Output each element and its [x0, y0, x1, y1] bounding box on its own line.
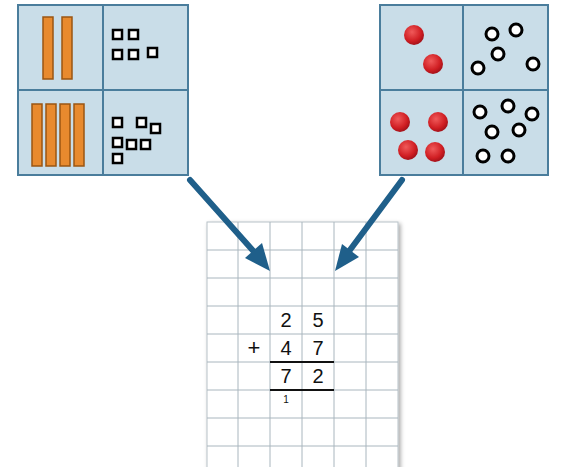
base-ten-mat — [18, 5, 188, 175]
sum-digit: 7 — [280, 366, 291, 386]
tens-rods — [32, 17, 84, 166]
ones-cubes — [113, 30, 160, 163]
addend-digit: 4 — [280, 338, 291, 358]
grid-paper — [207, 222, 398, 467]
addend-digit: 5 — [312, 310, 323, 330]
plus-sign: + — [248, 337, 261, 359]
sum-rule — [270, 362, 334, 390]
ones-counters — [472, 24, 539, 162]
pointer-arrow — [190, 180, 402, 271]
counter-mat — [380, 5, 548, 175]
carry-digit: 1 — [283, 395, 289, 405]
sum-digit: 2 — [312, 366, 323, 386]
tens-counters — [390, 25, 448, 162]
addend-digit: 7 — [312, 338, 323, 358]
addend-digit: 2 — [280, 310, 291, 330]
